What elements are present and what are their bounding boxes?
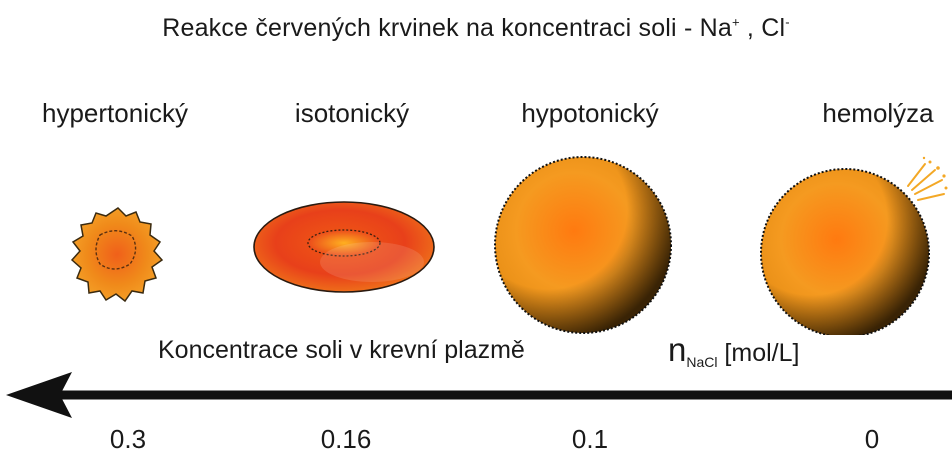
axis-unit: nNaCl [mol/L] (668, 331, 799, 369)
tick-label-1: 0.16 (320, 424, 372, 454)
diagram-title: Reakce červených krvinek na koncentraci … (0, 14, 952, 43)
title-separator: , Cl (739, 14, 786, 42)
title-text: Reakce červených krvinek na koncentraci … (162, 14, 732, 42)
unit-symbol: n (668, 331, 687, 368)
state-label-hemolysis: hemolýza (822, 98, 934, 128)
tick-label-2: 0.1 (571, 424, 609, 454)
axis-label: Koncentrace soli v krevní plazmě (158, 336, 525, 364)
crenated-cell-icon (70, 207, 164, 303)
concentration-arrow (6, 372, 952, 418)
arrow-head-left-icon (6, 372, 72, 418)
tick-label-3: 0 (864, 424, 880, 454)
state-label-isotonic: isotonický (294, 98, 410, 128)
sodium-charge: + (731, 14, 740, 30)
swollen-cell-icon (494, 156, 672, 334)
biconcave-disc-cell-icon (253, 201, 435, 293)
chloride-charge: - (785, 14, 790, 30)
unit-text: [mol/L] (717, 339, 800, 367)
state-label-hypotonic: hypotonický (521, 98, 659, 128)
state-label-hypertonic: hypertonický (42, 98, 188, 128)
tick-label-0: 0.3 (109, 424, 147, 454)
bursting-cell-icon (760, 156, 948, 335)
cell-illustrations (70, 156, 948, 335)
unit-subscript: NaCl (686, 354, 718, 370)
